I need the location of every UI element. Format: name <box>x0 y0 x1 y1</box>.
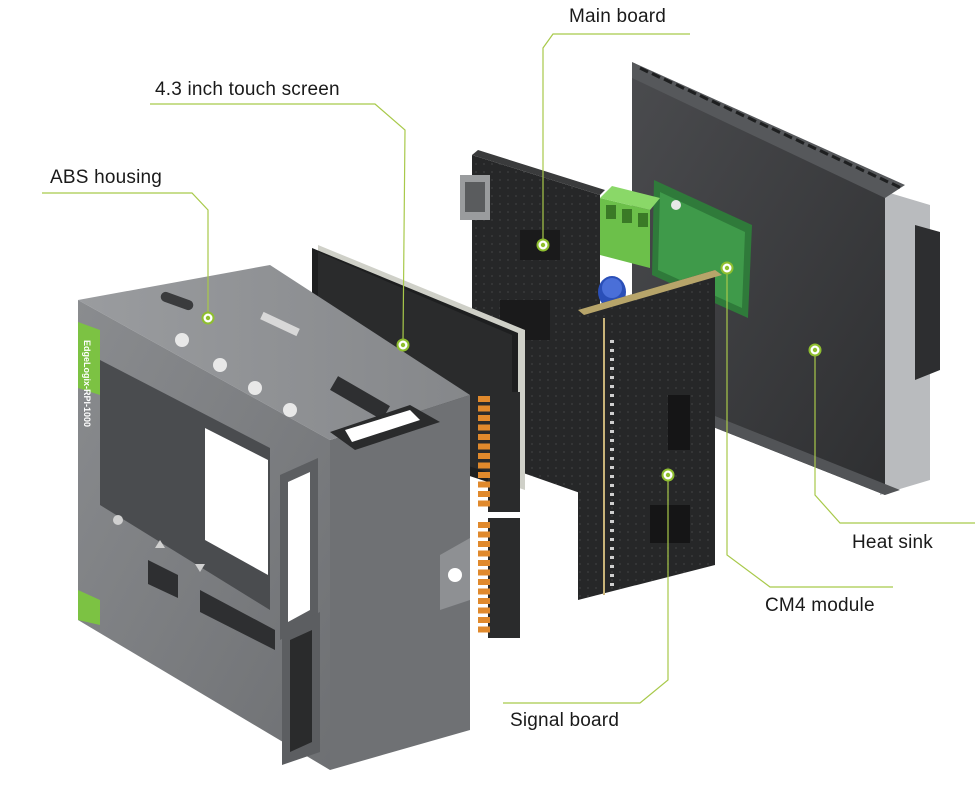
terminal-pin <box>478 434 490 440</box>
heat-sink-fin <box>771 127 781 134</box>
signal-board-pin <box>610 439 614 442</box>
signal-board-pin <box>610 574 614 577</box>
signal-board-pin <box>610 538 614 541</box>
heat-sink-fin <box>651 72 661 79</box>
signal-board-pin <box>610 421 614 424</box>
signal-board-pin <box>610 547 614 550</box>
heat-sink-fin <box>879 176 889 184</box>
terminal-pin <box>478 453 490 459</box>
heat-sink-fin <box>867 171 877 178</box>
signal-board-pin <box>610 457 614 460</box>
signal-board-pin <box>610 502 614 505</box>
signal-board-pin <box>610 466 614 469</box>
signal-board-pin <box>610 475 614 478</box>
terminal-pin <box>478 617 490 623</box>
terminal-pin <box>478 462 490 469</box>
label-cm4-module: CM4 module <box>765 595 875 616</box>
terminal-pin <box>478 396 490 402</box>
label-signal-board: Signal board <box>510 710 620 731</box>
signal-board-pin <box>610 412 614 415</box>
heat-sink-fin <box>843 160 853 167</box>
terminal-block <box>488 518 520 638</box>
heat-sink-fin <box>723 105 733 112</box>
signal-board-pin <box>610 448 614 451</box>
signal-board-pin <box>610 529 614 532</box>
terminal-block <box>488 392 520 512</box>
heat-sink-fin <box>819 149 829 156</box>
terminal-pin <box>478 491 490 497</box>
label-main-board: Main board <box>569 6 667 27</box>
signal-board-pin <box>610 493 614 496</box>
heat-sink-fin <box>687 88 697 96</box>
terminal-pin <box>478 424 490 431</box>
heat-sink-fin <box>699 94 709 101</box>
signal-board-pin <box>610 376 614 379</box>
signal-board-pin <box>610 349 614 352</box>
terminal-pin <box>478 481 490 488</box>
heat-sink-fin <box>855 165 865 173</box>
terminal-pin <box>478 588 490 595</box>
heat-sink-fin <box>663 77 673 85</box>
housing-brand-text: EdgeLogix-RPI-1000 <box>82 340 92 427</box>
signal-board-pin <box>610 385 614 388</box>
terminal-pin <box>478 541 490 547</box>
terminal-pin <box>478 531 490 538</box>
terminal-pin <box>478 415 490 421</box>
signal-board-pin <box>610 520 614 523</box>
terminal-pin <box>478 560 490 566</box>
signal-board-pin <box>610 340 614 343</box>
signal-board-pin <box>610 403 614 406</box>
heat-sink-fin <box>675 83 685 90</box>
terminal-pin <box>478 550 490 557</box>
heat-sink-fin <box>747 116 757 123</box>
signal-board-pin <box>610 484 614 487</box>
heat-sink-fin <box>831 154 841 162</box>
terminal-pin <box>478 443 490 450</box>
signal-board-pin <box>610 367 614 370</box>
terminal-pin <box>478 579 490 585</box>
heat-sink-fin <box>891 182 901 189</box>
signal-board-pin <box>610 394 614 397</box>
terminal-pin <box>478 405 490 412</box>
signal-board-pin <box>610 556 614 559</box>
signal-board-chip <box>650 505 690 543</box>
signal-board-pin <box>610 565 614 568</box>
terminal-pin <box>478 522 490 528</box>
terminal-pin <box>478 500 490 507</box>
leader-cm4-module <box>726 268 893 588</box>
housing-display-window <box>205 428 268 575</box>
label-abs-housing: ABS housing <box>50 167 163 188</box>
terminal-pin <box>478 472 490 478</box>
terminal-pin <box>478 598 490 604</box>
leader-main-board <box>542 33 690 245</box>
label-heat-sink: Heat sink <box>852 532 934 553</box>
terminal-pin <box>478 569 490 576</box>
heat-sink-fin <box>783 132 793 140</box>
label-touch-screen: 4.3 inch touch screen <box>155 79 340 100</box>
heat-sink-fin <box>711 99 721 107</box>
heat-sink-fin <box>795 138 805 145</box>
heat-sink-fin <box>807 143 817 151</box>
heat-sink-fin <box>759 121 769 129</box>
signal-board <box>578 270 722 600</box>
heat-sink-fin <box>639 66 649 74</box>
abs-housing <box>78 265 470 770</box>
signal-board-pin <box>610 583 614 586</box>
leader-touch-screen <box>150 103 406 343</box>
terminal-pin <box>478 607 490 614</box>
leader-abs-housing <box>42 192 209 316</box>
signal-board-pin <box>610 358 614 361</box>
terminal-pin <box>478 626 490 633</box>
housing-brand-stripe <box>78 322 100 395</box>
heat-sink-fin <box>735 110 745 118</box>
signal-board-pin <box>610 511 614 514</box>
leader-markers <box>201 238 822 482</box>
leader-heat-sink <box>814 350 975 524</box>
leader-signal-board <box>503 478 669 704</box>
signal-board-pin <box>610 430 614 433</box>
